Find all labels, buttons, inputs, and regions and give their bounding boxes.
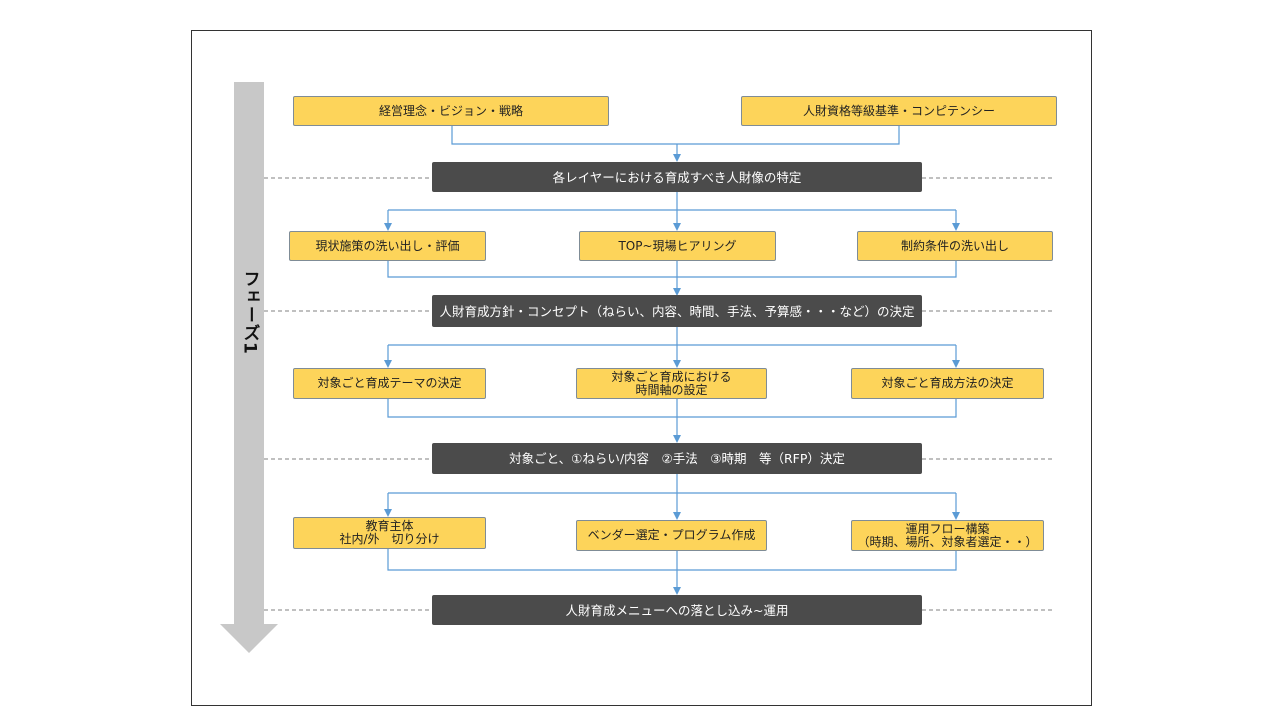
step-constraints: 制約条件の洗い出し: [857, 231, 1053, 261]
step-top-hearing: TOP~現場ヒアリング: [579, 231, 776, 261]
step-operation-flow: 運用フロー構築 （時期、場所、対象者選定・・）: [851, 520, 1044, 551]
connector-line: [387, 399, 957, 418]
stage-policy-concept: 人財育成方針・コンセプト（ねらい、内容、時間、手法、予算感・・・など）の決定: [432, 295, 922, 327]
phase-arrow: [220, 82, 278, 653]
step-method-decision: 対象ごと育成方法の決定: [851, 368, 1044, 399]
flow-connectors: [384, 126, 960, 595]
stage-talent-profile: 各レイヤーにおける育成すべき人財像の特定: [432, 162, 922, 192]
step-current-measures-review: 現状施策の洗い出し・評価: [289, 231, 486, 261]
phase-label: フェーズ1: [239, 270, 260, 355]
step-vendor-selection: ベンダー選定・プログラム作成: [576, 520, 767, 551]
connector-line: [387, 549, 957, 571]
connector-line: [451, 126, 900, 145]
connector-line: [387, 261, 957, 278]
step-education-owner: 教育主体 社内/外 切り分け: [293, 517, 486, 549]
step-timeline-setting: 対象ごと育成における 時間軸の設定: [576, 368, 767, 399]
step-theme-decision: 対象ごと育成テーマの決定: [293, 368, 486, 399]
stage-menu-implementation: 人財育成メニューへの落とし込み~運用: [432, 595, 922, 625]
input-management-philosophy: 経営理念・ビジョン・戦略: [293, 96, 609, 126]
input-qualification-standards: 人財資格等級基準・コンピテンシー: [741, 96, 1057, 126]
stage-rfp-decision: 対象ごと、①ねらい/内容 ②手法 ③時期 等（RFP）決定: [432, 443, 922, 474]
